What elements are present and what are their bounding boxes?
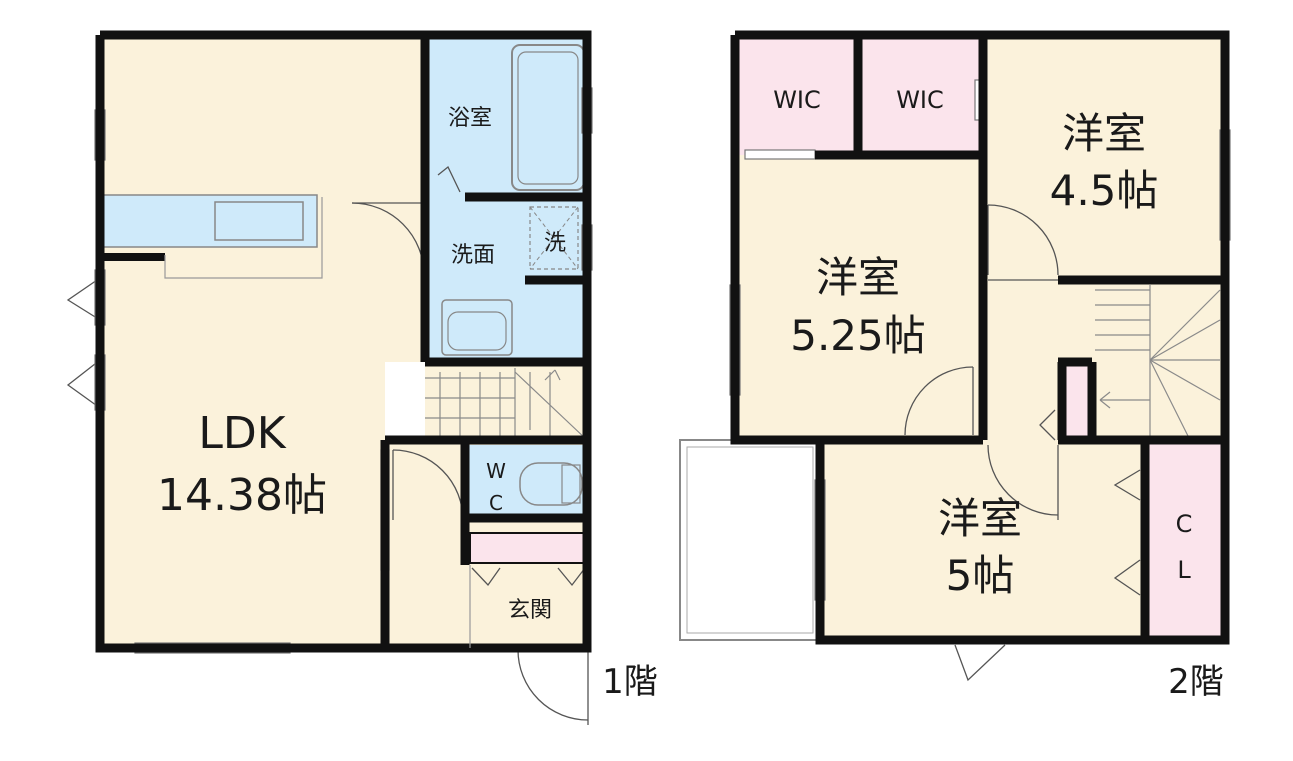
ldk-size-label: 14.38帖 (157, 470, 327, 521)
entrance-label: 玄関 (508, 598, 552, 623)
kitchen-partition (100, 253, 165, 261)
toilet-tank (561, 464, 581, 504)
floor-2-plan (679, 30, 1231, 682)
labels-floor-1: LDK 14.38帖 浴室 洗面 洗 W C 玄関 1階 (157, 106, 658, 702)
toilet (519, 462, 583, 506)
floor-2-level-label: 2階 (1168, 662, 1224, 702)
western-c-name-label: 洋室 (938, 494, 1022, 543)
kitchen-sink (214, 201, 304, 241)
floor-1-plan (66, 30, 593, 725)
washer-space (529, 206, 579, 270)
western-c-size-label: 5帖 (946, 551, 1015, 600)
wash-bowl (447, 311, 507, 351)
small-storage (1062, 362, 1092, 440)
wash-basin (441, 299, 513, 356)
bathroom-label: 浴室 (448, 106, 492, 131)
western-a-size-label: 4.5帖 (1050, 166, 1159, 215)
kitchen-outline (164, 197, 323, 279)
western-b-size-label: 5.25帖 (790, 311, 926, 360)
walls-1f (95, 30, 592, 653)
closet-room (1145, 440, 1225, 640)
western-room-c (820, 440, 1145, 640)
wic-left-label: WIC (773, 86, 821, 114)
ldk-room (100, 35, 425, 648)
western-room-a (983, 35, 1225, 280)
bathtub (511, 44, 585, 191)
wic-left-room (735, 35, 858, 155)
western-b-name-label: 洋室 (816, 253, 900, 302)
wic-right-label: WIC (896, 86, 944, 114)
stair-area-1f (425, 362, 587, 440)
wc-label-top: W (486, 459, 506, 483)
doors-2f (904, 204, 1141, 682)
balcony (679, 439, 821, 641)
closet-label-bottom: L (1177, 556, 1191, 584)
western-a-name-label: 洋室 (1062, 109, 1146, 158)
stairs-2f (1095, 285, 1221, 441)
bathtub-inner (517, 51, 579, 185)
floor-1-level-label: 1階 (602, 662, 658, 702)
closet-label-top: C (1176, 510, 1193, 538)
shoe-closet (469, 532, 588, 564)
washroom-label: 洗面 (451, 243, 495, 268)
wc-label-bottom: C (489, 491, 503, 515)
walls-2f (730, 30, 1230, 645)
washer-label: 洗 (544, 231, 566, 256)
western-room-b (735, 155, 980, 440)
stairs-1f (425, 368, 588, 441)
wic-right-room (858, 35, 983, 155)
ldk-name-label: LDK (198, 408, 286, 459)
labels-floor-2: WIC WIC 洋室 4.5帖 洋室 5.25帖 洋室 5帖 C L 2階 (773, 86, 1224, 702)
